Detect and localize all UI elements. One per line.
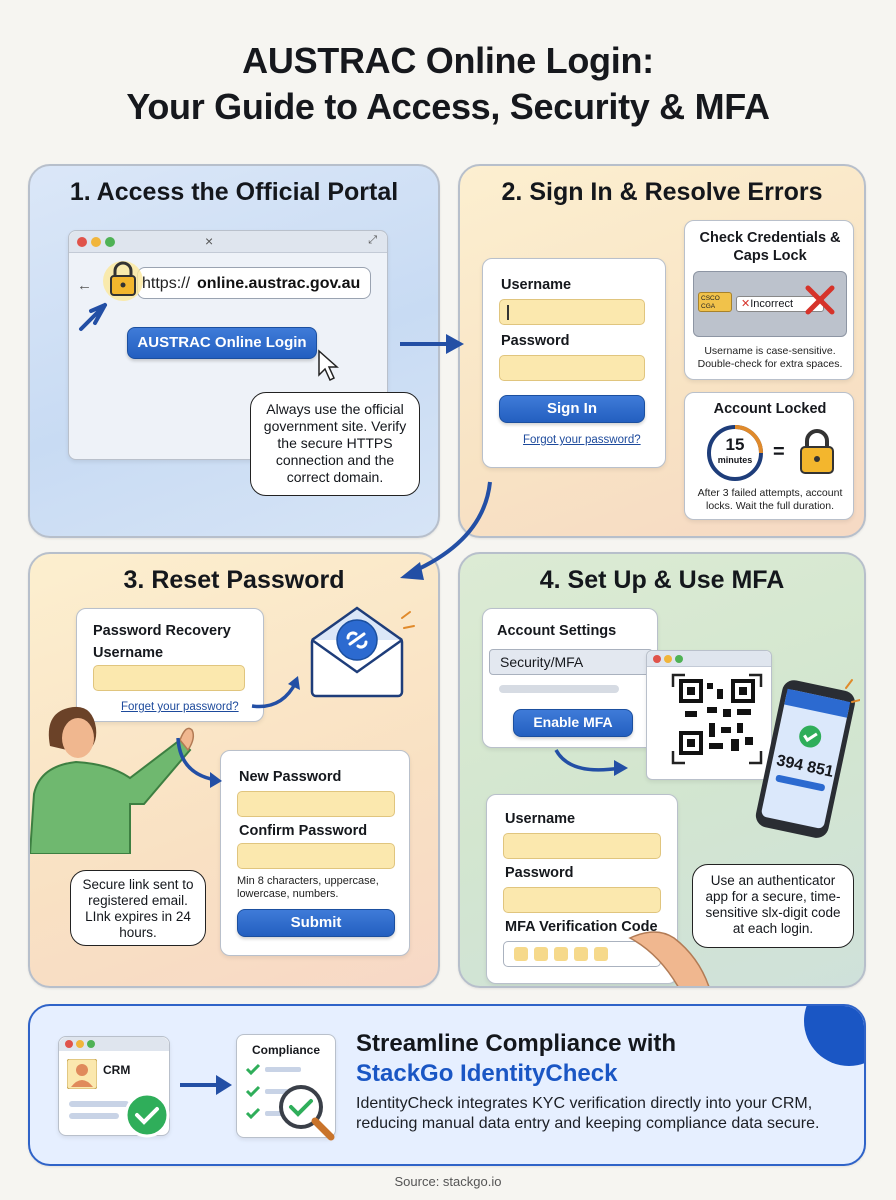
maximize-dot-icon (105, 237, 115, 247)
password-requirements: Min 8 characters, uppercase, lowercase, … (237, 875, 379, 900)
qr-max-dot-icon (675, 655, 683, 663)
stackgo-banner: CRM Compliance Streamline Compliance wit… (28, 1004, 866, 1166)
browser-titlebar (69, 231, 387, 253)
page-title-line-2: Your Guide to Access, Security & MFA (126, 86, 770, 127)
qr-min-dot-icon (664, 655, 672, 663)
account-settings-title: Account Settings (497, 623, 617, 639)
x-mark-icon: ✕ (741, 298, 751, 310)
panel-2-title: 2. Sign In & Resolve Errors (501, 178, 823, 206)
locked-note: After 3 failed attempts, account locks. … (697, 487, 843, 512)
panel-mfa: 4. Set Up & Use MFA Account Settings Sec… (458, 552, 866, 988)
pointer-arrows-icon (79, 303, 339, 382)
compliance-label: Compliance (251, 1043, 320, 1057)
credentials-card: Check Credentials & Caps Lock CSCO CGA ✕… (684, 220, 854, 380)
austrac-login-button[interactable]: AUSTRAC Online Login (127, 327, 317, 359)
url-domain: online.austrac.gov.au (197, 275, 361, 292)
qr-code-icon (679, 679, 755, 755)
sign-in-button[interactable]: Sign In (499, 395, 645, 423)
qr-close-dot-icon (653, 655, 661, 663)
official-site-tip: Always use the official government site.… (250, 392, 420, 496)
tab-close-icon[interactable]: × (205, 233, 214, 249)
mfa-password-input[interactable] (503, 887, 661, 913)
account-locked-card: Account Locked 15 minutes = After 3 fail… (684, 392, 854, 520)
panel-4-title: 4. Set Up & Use MFA (539, 566, 785, 594)
address-bar[interactable]: https:// online.austrac.gov.au (137, 267, 371, 299)
mfa-flow-icon (554, 749, 710, 986)
confirm-password-label: Confirm Password (239, 823, 368, 839)
signin-form: Username Password Sign In Forgot your pa… (482, 258, 666, 468)
banner-body: IdentityCheck integrates KYC verificatio… (356, 1095, 820, 1132)
credentials-note: Username is case-sensitive. Double-check… (697, 345, 843, 370)
panel-access-portal: 1. Access the Official Portal × ⤢ ← http… (28, 164, 440, 538)
person-pointing-icon (30, 706, 195, 854)
mfa-code-label: MFA Verification Code (505, 919, 658, 935)
email-link-icon (310, 606, 415, 698)
new-password-label: New Password (239, 769, 342, 785)
close-dot-icon (77, 237, 87, 247)
timer-unit: minutes (717, 455, 753, 465)
enable-mfa-button[interactable]: Enable MFA (513, 709, 633, 737)
integration-arrow-icon (180, 1075, 232, 1095)
secure-link-tip: Secure link sent to registered email. LI… (70, 870, 206, 946)
new-password-form: New Password Confirm Password Min 8 char… (220, 750, 410, 956)
recovery-username-label: Username (93, 645, 164, 661)
panel-1-title: 1. Access the Official Portal (69, 178, 399, 206)
panel-3-title: 3. Reset Password (123, 566, 345, 594)
timer-value: 15 (725, 435, 745, 454)
equals-icon: = (773, 441, 785, 463)
placeholder-bar (499, 685, 619, 693)
expand-icon[interactable]: ⤢ (368, 234, 377, 246)
source-credit: Source: stackgo.io (394, 1174, 502, 1189)
mfa-password-label: Password (505, 865, 574, 881)
magnifier-check-icon (279, 1085, 335, 1141)
confirm-password-input[interactable] (237, 843, 395, 869)
account-locked-title: Account Locked (713, 401, 827, 417)
authenticator-tip: Use an authenticator app for a secure, t… (692, 864, 854, 948)
crm-label: CRM (103, 1063, 131, 1077)
mfa-code-input[interactable] (503, 941, 661, 967)
padlock-icon (103, 261, 143, 301)
locked-padlock-icon (800, 429, 834, 474)
password-label: Password (501, 333, 570, 349)
flow-arrows-icon (176, 676, 300, 788)
password-recovery-form: Password Recovery Username Forget your p… (76, 608, 264, 722)
recovery-username-input[interactable] (93, 665, 245, 691)
corner-accent (804, 1006, 864, 1066)
forgot-password-link[interactable]: Forgot your password? (523, 434, 641, 446)
username-input[interactable] (499, 299, 645, 325)
security-mfa-item[interactable]: Security/MFA (489, 649, 653, 675)
submit-button[interactable]: Submit (237, 909, 395, 937)
url-prefix: https:// (142, 275, 191, 292)
crm-window: CRM (58, 1036, 170, 1138)
mfa-username-label: Username (505, 811, 576, 827)
panel-reset-password: 3. Reset Password Password Recovery User… (28, 552, 440, 988)
forget-password-link[interactable]: Forget your password? (121, 701, 239, 713)
banner-heading-line-2: StackGo IdentityCheck (356, 1060, 618, 1087)
back-arrow-icon[interactable]: ← (77, 277, 92, 294)
panel-sign-in: 2. Sign In & Resolve Errors Username Pas… (458, 164, 866, 538)
verified-check-icon (124, 1092, 170, 1138)
banner-heading-line-1: Streamline Compliance with (356, 1030, 677, 1057)
keyboard-image: CSCO CGA ✕Incorrect (693, 271, 847, 337)
phone-authenticator-icon (755, 679, 860, 838)
caps-lock-key: CSCO CGA (698, 292, 732, 312)
incorrect-badge: ✕Incorrect (736, 296, 824, 312)
qr-window (646, 650, 772, 780)
minimize-dot-icon (91, 237, 101, 247)
recovery-title: Password Recovery (93, 623, 231, 639)
account-settings-card: Account Settings Security/MFA Enable MFA (482, 608, 658, 748)
error-cross-icon (805, 285, 835, 315)
credentials-title: Check Credentials & Caps Lock (699, 230, 841, 264)
timer-icon (707, 425, 763, 481)
mfa-username-input[interactable] (503, 833, 661, 859)
user-avatar-icon (67, 1059, 97, 1089)
page-title-line-1: AUSTRAC Online Login: (242, 40, 654, 81)
compliance-card: Compliance (236, 1034, 336, 1141)
scan-frame-icon (671, 673, 763, 765)
password-input[interactable] (499, 355, 645, 381)
mfa-login-form: Username Password MFA Verification Code (486, 794, 678, 984)
new-password-input[interactable] (237, 791, 395, 817)
username-label: Username (501, 277, 572, 293)
